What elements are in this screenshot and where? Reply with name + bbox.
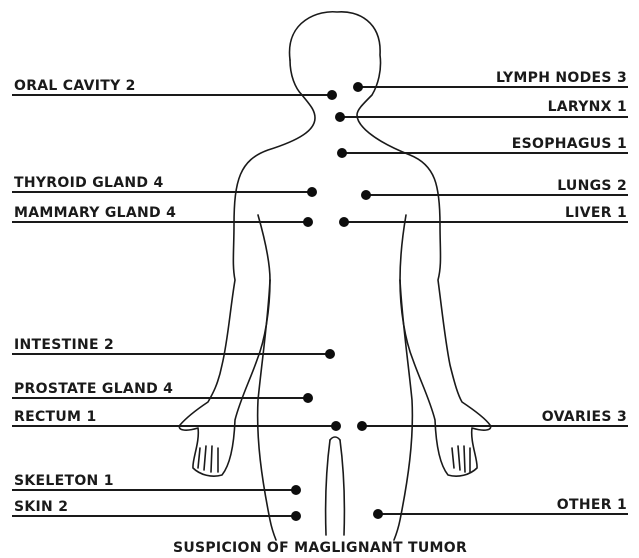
dot-other: [373, 509, 383, 519]
diagram-caption: SUSPICION OF MAGLIGNANT TUMOR: [173, 540, 467, 556]
label-lungs: LUNGS 2: [557, 178, 627, 194]
label-skin: SKIN 2: [14, 499, 68, 515]
label-ovaries: OVARIES 3: [542, 409, 627, 425]
body-outline: [179, 12, 490, 540]
dot-oral-cavity: [327, 90, 337, 100]
label-skeleton: SKELETON 1: [14, 473, 114, 489]
label-prostate-gland: PROSTATE GLAND 4: [14, 381, 173, 397]
dot-esophagus: [337, 148, 347, 158]
label-rectum: RECTUM 1: [14, 409, 96, 425]
dot-skeleton: [291, 485, 301, 495]
label-intestine: INTESTINE 2: [14, 337, 114, 353]
dot-lymph-nodes: [353, 82, 363, 92]
label-mammary-gland: MAMMARY GLAND 4: [14, 205, 176, 221]
tumor-markers: [291, 82, 383, 521]
label-esophagus: ESOPHAGUS 1: [512, 136, 627, 152]
dot-mammary: [303, 217, 313, 227]
label-thyroid-gland: THYROID GLAND 4: [14, 175, 164, 191]
dot-rectum: [331, 421, 341, 431]
dot-thyroid: [307, 187, 317, 197]
dot-liver: [339, 217, 349, 227]
label-larynx: LARYNX 1: [548, 99, 627, 115]
labels: ORAL CAVITY 2 LYMPH NODES 3 LARYNX 1 ESO…: [14, 70, 627, 556]
dot-lungs: [361, 190, 371, 200]
dot-prostate: [303, 393, 313, 403]
label-oral-cavity: ORAL CAVITY 2: [14, 78, 136, 94]
dot-skin: [291, 511, 301, 521]
label-liver: LIVER 1: [565, 205, 627, 221]
dot-larynx: [335, 112, 345, 122]
label-lymph-nodes: LYMPH NODES 3: [496, 70, 627, 86]
label-other: OTHER 1: [557, 497, 627, 513]
dot-ovaries: [357, 421, 367, 431]
dot-intestine: [325, 349, 335, 359]
